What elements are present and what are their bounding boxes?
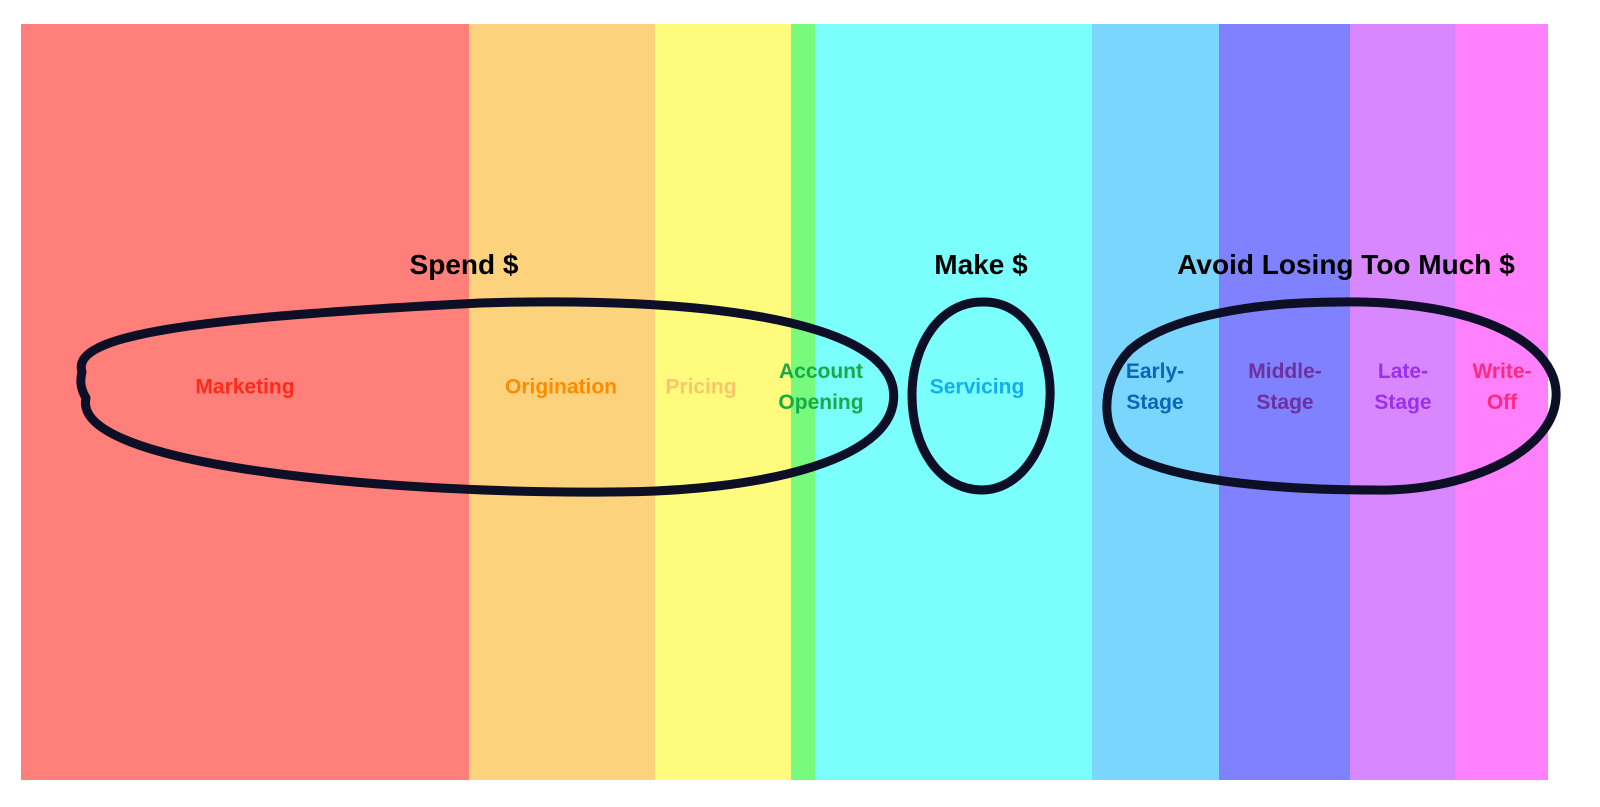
stage-label-early-stage: Early- Stage <box>1125 360 1185 414</box>
stage-label-late-stage: Late- Stage <box>1374 360 1432 414</box>
group-heading-make: Make $ <box>934 249 1028 280</box>
stage-label-marketing: Marketing <box>195 375 295 399</box>
stage-label-servicing: Servicing <box>929 375 1025 399</box>
stage-label-middle-stage: Middle- Stage <box>1248 360 1322 414</box>
stage-label-write-off: Write- Off <box>1472 360 1532 414</box>
group-heading-avoid: Avoid Losing Too Much $ <box>1177 249 1515 280</box>
group-heading-spend: Spend $ <box>409 249 519 280</box>
stage-label-account-opening: Account Opening <box>778 360 864 414</box>
stage-label-origination: Origination <box>505 375 617 399</box>
stage-label-pricing: Pricing <box>665 375 737 399</box>
